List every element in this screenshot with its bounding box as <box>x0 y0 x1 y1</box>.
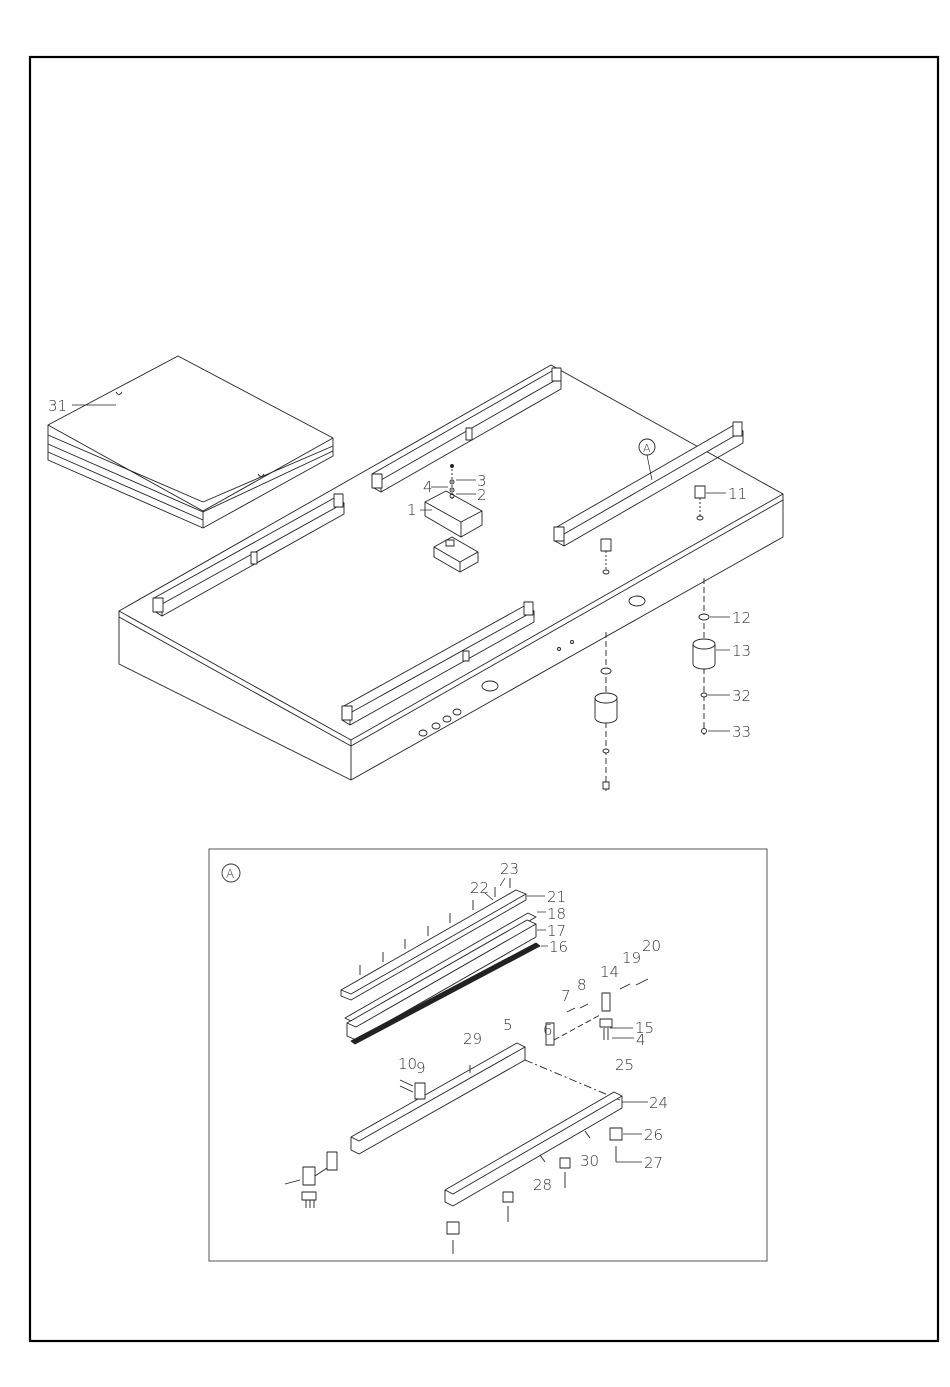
callout-9: 9 <box>416 1059 426 1077</box>
callout-16: 16 <box>549 938 568 956</box>
callout-10: 10 <box>398 1055 417 1073</box>
callout-31: 31 <box>48 397 67 415</box>
drawing-frame <box>30 57 938 1341</box>
bracket-14 <box>600 993 612 1040</box>
callout-4-detail: 4 <box>636 1031 646 1049</box>
callout-26: 26 <box>644 1126 663 1144</box>
callout-1: 1 <box>407 501 417 519</box>
callout-2: 2 <box>477 486 487 504</box>
callout-4: 4 <box>423 478 433 496</box>
callout-8: 8 <box>577 976 587 994</box>
callout-25: 25 <box>615 1056 634 1074</box>
callout-24: 24 <box>649 1094 668 1112</box>
end-bracket-assembly <box>285 1152 337 1208</box>
callout-28: 28 <box>533 1176 552 1194</box>
bracket-6 <box>546 1015 600 1045</box>
callout-30: 30 <box>580 1152 599 1170</box>
callout-13: 13 <box>732 642 751 660</box>
callout-5: 5 <box>503 1016 513 1034</box>
callout-29: 29 <box>463 1030 482 1048</box>
callout-33: 33 <box>732 723 751 741</box>
callout-27: 27 <box>644 1154 663 1172</box>
detail-a-marker-label: A <box>226 867 234 881</box>
clamp-9-10 <box>400 1080 425 1099</box>
callout-11: 11 <box>728 485 747 503</box>
callout-18: 18 <box>547 905 566 923</box>
callout-22: 22 <box>470 879 489 897</box>
pad-stack <box>48 356 333 528</box>
detail-marker-label: A <box>643 442 651 455</box>
callout-32: 32 <box>732 687 751 705</box>
callout-14: 14 <box>600 963 619 981</box>
leg-assembly-right <box>693 578 715 735</box>
callout-12: 12 <box>732 609 751 627</box>
callout-6: 6 <box>543 1021 553 1039</box>
callout-23: 23 <box>500 860 519 878</box>
callout-7: 7 <box>561 987 571 1005</box>
leg-assembly-center <box>595 632 617 792</box>
rail-5 <box>351 1043 620 1154</box>
callout-21: 21 <box>547 888 566 906</box>
callout-20: 20 <box>642 937 661 955</box>
callout-19: 19 <box>622 949 641 967</box>
strip-18 <box>345 913 536 1022</box>
